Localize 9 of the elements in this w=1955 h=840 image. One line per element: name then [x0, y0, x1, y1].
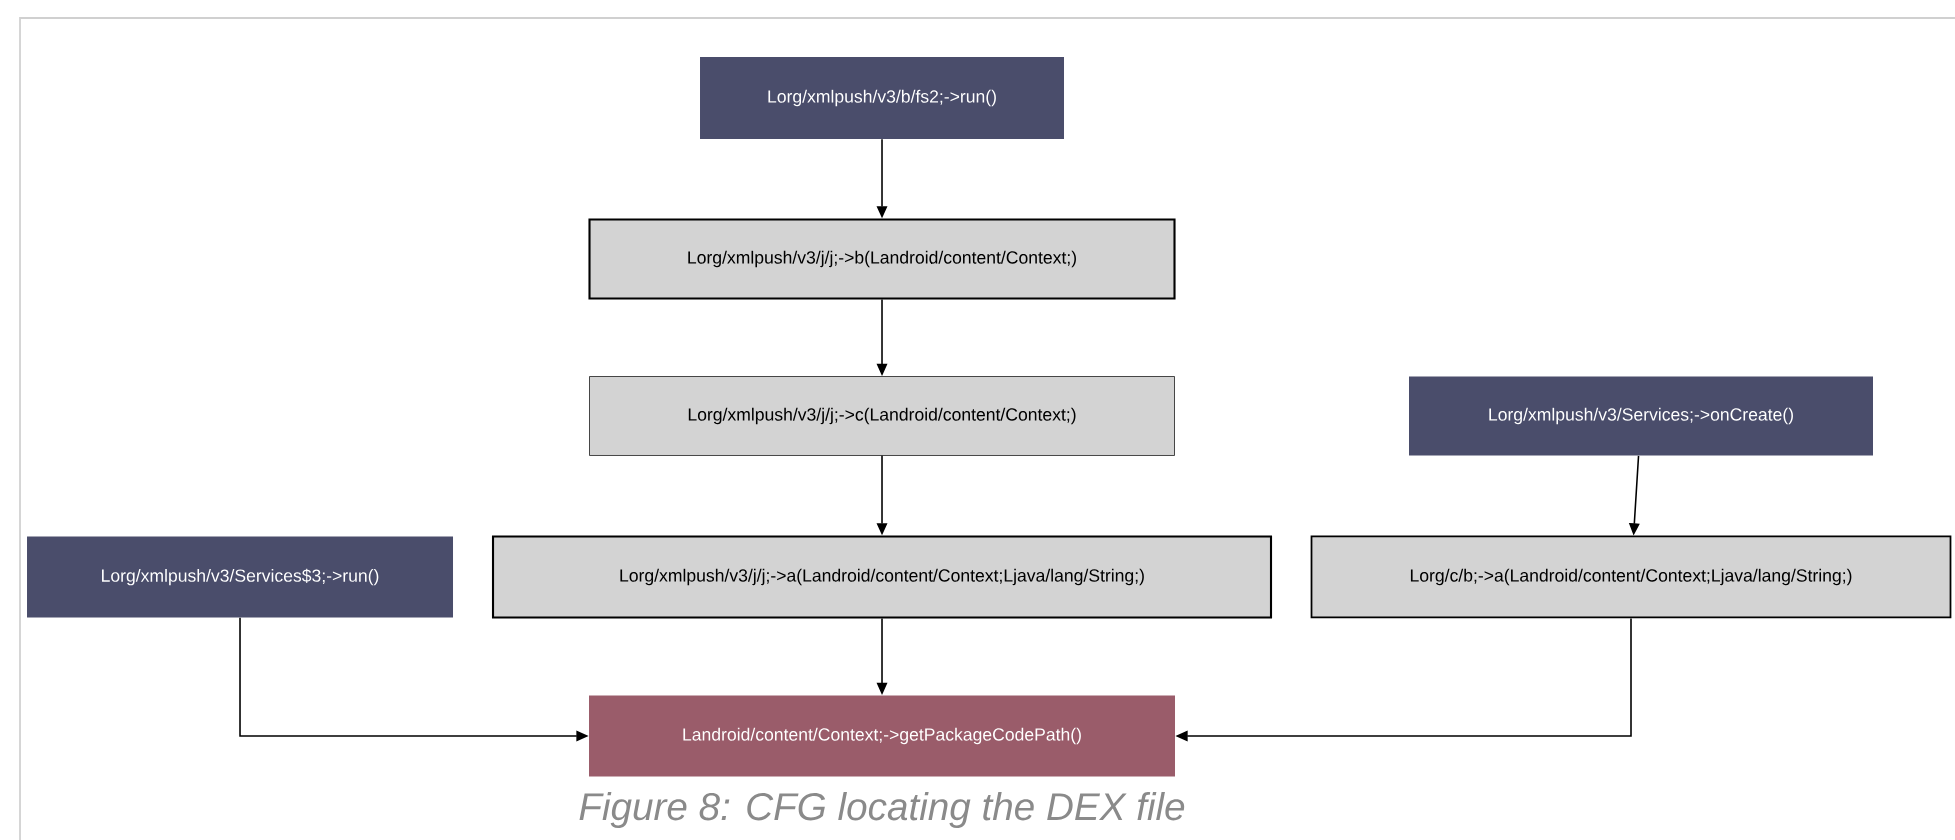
- method-box: Lorg/xmlpush/v3/Services;->onCreate(): [1409, 376, 1873, 456]
- method-box: Lorg/xmlpush/v3/Services$3;->run(): [27, 536, 453, 618]
- method-box: Lorg/xmlpush/v3/j/j;->c(Landroid/content/Context;): [589, 376, 1175, 456]
- method-box: Lorg/xmlpush/v3/j/j;->a(Landroid/content/Context;Ljava/lang/String;): [491, 535, 1273, 619]
- method-box: Landroid/content/Context;->getPackageCodePath(): [589, 695, 1175, 777]
- method-box: Lorg/c/b;->a(Landroid/content/Context;Ljava/lang/String;): [1310, 535, 1952, 619]
- method-box: Lorg/xmlpush/v3/j/j;->b(Landroid/content/Context;): [588, 218, 1176, 300]
- method-box: Lorg/xmlpush/v3/b/fs2;->run(): [700, 57, 1064, 139]
- caption: Figure 8: CFG locating the DEX file: [579, 791, 1185, 828]
